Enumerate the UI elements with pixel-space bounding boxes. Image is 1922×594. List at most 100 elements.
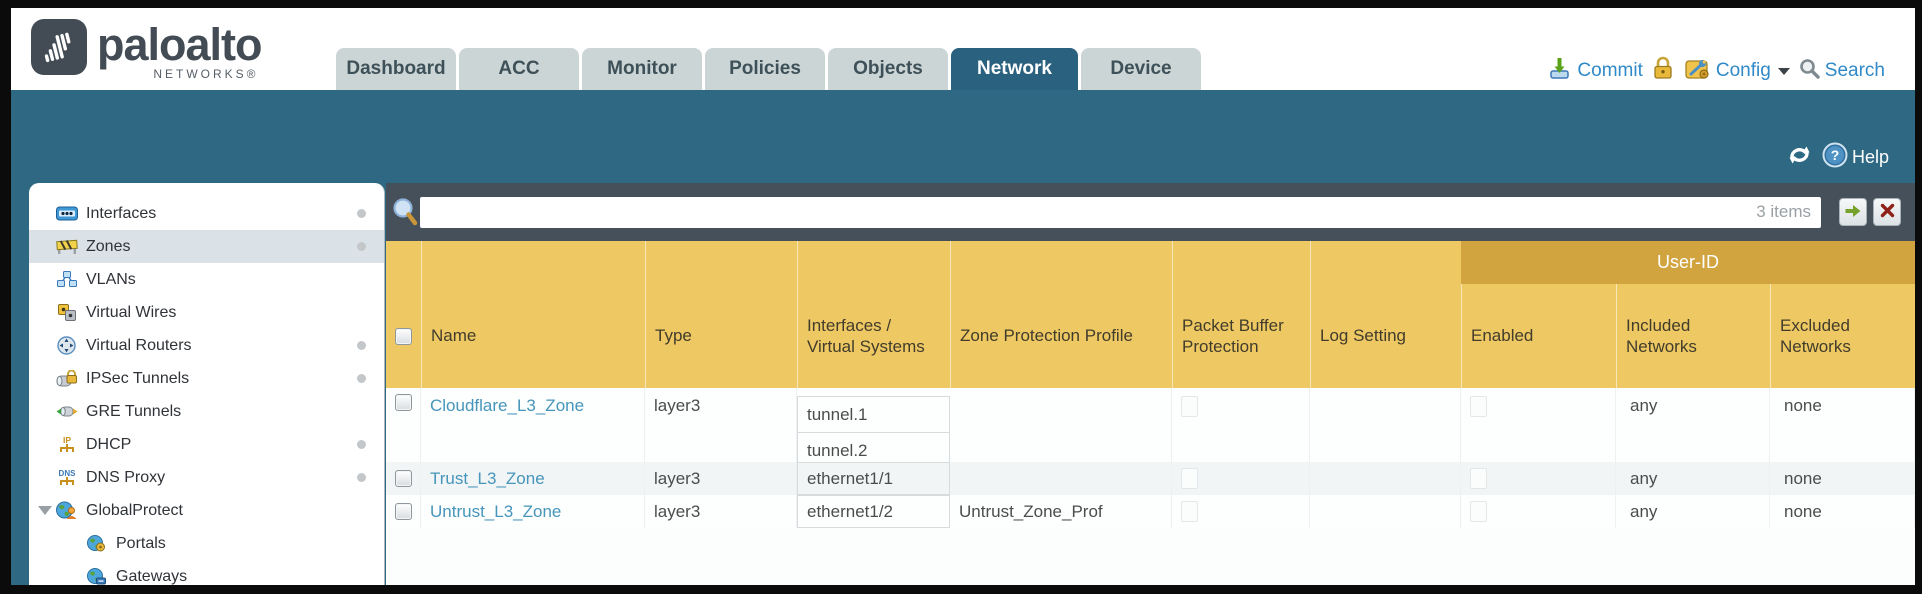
- refresh-icon[interactable]: [1787, 144, 1812, 171]
- zone-interfaces-cell: tunnel.1 tunnel.2: [797, 388, 950, 462]
- virtual-wires-icon: [55, 303, 78, 323]
- zone-protection-profile-cell: Untrust_Zone_Prof: [950, 495, 1172, 528]
- column-header-zone-protection-profile[interactable]: Zone Protection Profile: [960, 326, 1133, 346]
- commit-button[interactable]: Commit: [1547, 56, 1643, 86]
- help-button[interactable]: ? Help: [1822, 142, 1889, 173]
- zone-type-cell: layer3: [645, 388, 797, 462]
- search-button[interactable]: Search: [1799, 58, 1885, 85]
- user-id-enabled-checkbox[interactable]: [1470, 501, 1487, 522]
- tab-monitor[interactable]: Monitor: [582, 48, 702, 90]
- user-id-enabled-checkbox[interactable]: [1470, 468, 1487, 489]
- interface-item: tunnel.2: [797, 432, 950, 462]
- paloalto-logo: paloalto NETWORKS®: [31, 19, 263, 81]
- column-header-included-networks[interactable]: Included Networks: [1626, 315, 1697, 356]
- sidebar-item-portals[interactable]: Portals: [29, 527, 384, 560]
- sidebar-item-virtual-wires[interactable]: Virtual Wires: [29, 296, 384, 329]
- tab-policies[interactable]: Policies: [705, 48, 825, 90]
- interface-item: ethernet1/2: [797, 495, 950, 528]
- filter-searchbox: 3 items: [420, 196, 1821, 228]
- sidebar-item-globalprotect[interactable]: GlobalProtect: [29, 494, 384, 527]
- zone-type-cell: layer3: [645, 462, 797, 495]
- status-dot: [357, 374, 366, 383]
- status-dot: [357, 440, 366, 449]
- tab-objects[interactable]: Objects: [828, 48, 948, 90]
- gre-tunnels-icon: [55, 402, 78, 422]
- lock-icon[interactable]: [1652, 56, 1675, 86]
- log-setting-cell: [1310, 462, 1461, 495]
- chevron-down-icon: [1777, 67, 1790, 75]
- svg-text:?: ?: [1831, 147, 1840, 163]
- tab-network[interactable]: Network: [951, 48, 1078, 90]
- zone-name-link[interactable]: Trust_L3_Zone: [430, 468, 545, 488]
- table-empty-area: [386, 528, 1915, 585]
- tab-acc[interactable]: ACC: [459, 48, 579, 90]
- packet-buffer-protection-checkbox[interactable]: [1181, 501, 1198, 522]
- filter-search-icon[interactable]: [390, 197, 420, 227]
- column-header-interfaces[interactable]: Interfaces / Virtual Systems: [807, 315, 925, 356]
- column-header-log-setting[interactable]: Log Setting: [1320, 326, 1407, 346]
- top-header: paloalto NETWORKS® Dashboard ACC Monitor…: [11, 8, 1915, 90]
- band-toolbar: ? Help: [1787, 142, 1889, 173]
- interface-item: ethernet1/1: [797, 462, 950, 495]
- sidebar-item-zones[interactable]: Zones: [29, 230, 384, 263]
- sidebar-item-interfaces[interactable]: Interfaces: [29, 197, 384, 230]
- interfaces-icon: [55, 204, 78, 224]
- app-background: paloalto NETWORKS® Dashboard ACC Monitor…: [11, 8, 1915, 585]
- zone-name-link[interactable]: Cloudflare_L3_Zone: [430, 396, 585, 415]
- sidebar-item-label: VLANs: [86, 270, 136, 288]
- row-checkbox[interactable]: [394, 470, 412, 487]
- user-id-group-header: User-ID: [1461, 241, 1915, 284]
- user-id-enabled-checkbox[interactable]: [1470, 396, 1487, 417]
- sidebar-item-label: GRE Tunnels: [86, 402, 182, 420]
- table-row-cloudflare-l3-zone: Cloudflare_L3_Zone layer3 tunnel.1 tunne…: [386, 388, 1915, 462]
- svg-text:IP: IP: [62, 435, 70, 445]
- portals-icon: [85, 534, 108, 554]
- tab-device[interactable]: Device: [1081, 48, 1201, 90]
- row-checkbox[interactable]: [394, 394, 412, 411]
- zone-protection-profile-cell: [950, 462, 1172, 495]
- sidebar-item-label: Zones: [86, 237, 131, 255]
- sidebar-item-virtual-routers[interactable]: Virtual Routers: [29, 329, 384, 362]
- sidebar-item-label: Gateways: [116, 567, 188, 585]
- excluded-networks-cell: none: [1770, 495, 1915, 528]
- select-all-checkbox[interactable]: [395, 327, 412, 345]
- expand-triangle-icon[interactable]: [38, 506, 52, 515]
- column-header-excluded-networks[interactable]: Excluded Networks: [1780, 315, 1851, 356]
- tab-dashboard[interactable]: Dashboard: [336, 48, 456, 90]
- main-content: 3 items User-ID: [386, 183, 1915, 585]
- sidebar-item-gateways[interactable]: Gateways: [29, 560, 384, 585]
- table-row-untrust-l3-zone: Untrust_L3_Zone layer3 ethernet1/2 Untru…: [386, 495, 1915, 528]
- sidebar-item-dns-proxy[interactable]: DNS DNS Proxy: [29, 461, 384, 494]
- clear-filter-button[interactable]: [1873, 198, 1901, 226]
- red-x-icon: [1880, 203, 1895, 221]
- sidebar-item-ipsec-tunnels[interactable]: IPSec Tunnels: [29, 362, 384, 395]
- config-label: Config: [1715, 60, 1771, 81]
- column-header-enabled[interactable]: Enabled: [1471, 326, 1534, 346]
- config-button[interactable]: Config: [1684, 56, 1790, 86]
- zone-type-cell: layer3: [645, 495, 797, 528]
- interface-item: tunnel.1: [797, 396, 950, 433]
- column-header-type[interactable]: Type: [655, 326, 692, 346]
- sidebar: Interfaces Zones: [29, 183, 385, 585]
- packet-buffer-protection-checkbox[interactable]: [1181, 468, 1198, 489]
- main-nav-tabs: Dashboard ACC Monitor Policies Objects N…: [336, 48, 1201, 90]
- help-label: Help: [1851, 147, 1889, 167]
- packet-buffer-protection-checkbox[interactable]: [1181, 396, 1198, 417]
- status-dot: [357, 209, 366, 218]
- apply-filter-button[interactable]: [1839, 198, 1867, 226]
- help-icon: ?: [1822, 142, 1848, 173]
- filter-input[interactable]: [420, 198, 1757, 226]
- sidebar-item-vlans[interactable]: VLANs: [29, 263, 384, 296]
- row-checkbox[interactable]: [394, 503, 412, 520]
- column-header-packet-buffer-protection[interactable]: Packet Buffer Protection: [1182, 315, 1284, 356]
- zone-name-link[interactable]: Untrust_L3_Zone: [430, 501, 562, 521]
- sidebar-item-gre-tunnels[interactable]: GRE Tunnels: [29, 395, 384, 428]
- log-setting-cell: [1310, 388, 1461, 462]
- paloalto-logo-icon: [31, 19, 87, 75]
- column-header-name[interactable]: Name: [431, 326, 477, 346]
- table-header: User-ID Name Type Interfaces / Virtual S…: [386, 241, 1915, 388]
- gateways-icon: [85, 567, 108, 586]
- sidebar-item-dhcp[interactable]: IP DHCP: [29, 428, 384, 461]
- included-networks-cell: any: [1616, 462, 1770, 495]
- search-label: Search: [1824, 60, 1885, 81]
